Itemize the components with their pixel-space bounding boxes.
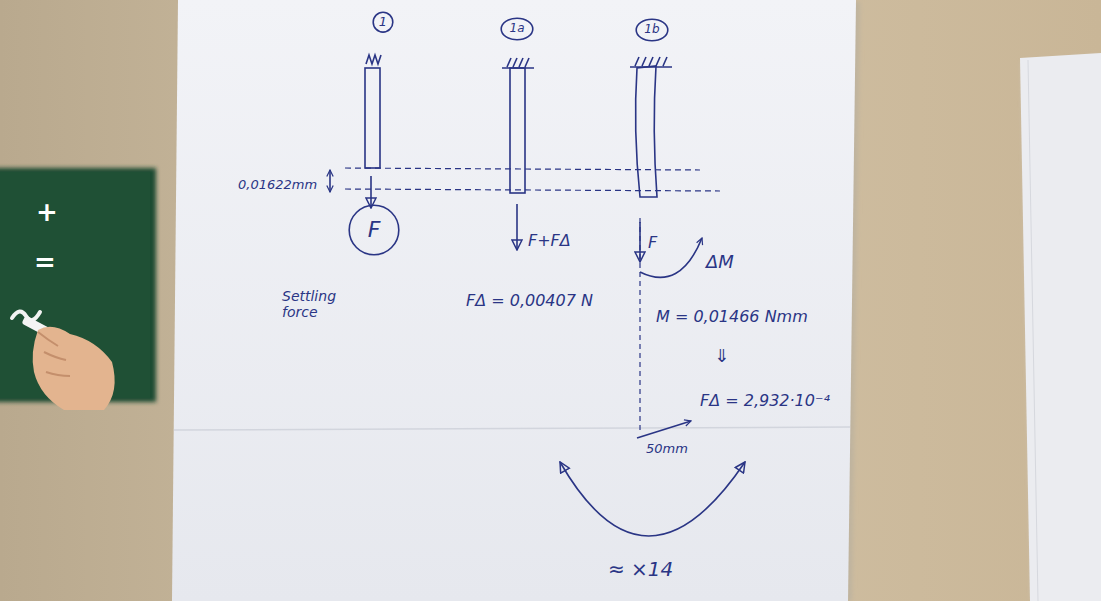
- circled-label: F: [348, 204, 400, 256]
- circle-outline: [373, 12, 393, 32]
- circled-label: 1a: [500, 17, 534, 41]
- force-arrow: [370, 176, 372, 208]
- annotation: ΔM: [706, 252, 734, 273]
- annotation: 50mm: [646, 442, 688, 457]
- dimension-arrow: [329, 170, 331, 192]
- center-line: [639, 218, 640, 432]
- annotation: F: [648, 234, 657, 252]
- circle-outline: [636, 19, 668, 41]
- reference-line: [345, 189, 720, 191]
- circle-outline: [349, 205, 399, 255]
- annotation: FΔ = 2,932·10⁻⁴: [700, 392, 830, 410]
- force-arrow: [516, 204, 518, 250]
- fold-line: [174, 427, 850, 430]
- beam: [365, 68, 380, 168]
- annotation: ⇓: [714, 346, 729, 367]
- side-paper: [1020, 53, 1101, 601]
- node-text: F: [368, 218, 381, 242]
- node-text: 1b: [644, 23, 659, 36]
- circle-outline: [501, 18, 533, 40]
- support-hatch: [502, 58, 534, 68]
- annotation: FΔ = 0,00407 N: [466, 292, 593, 310]
- annotation: M = 0,01466 Nmm: [656, 308, 808, 326]
- chalk-symbol: =: [34, 248, 56, 278]
- circled-label: 1: [372, 11, 394, 33]
- paper-sheet: [172, 0, 856, 601]
- annotation: F+FΔ: [528, 232, 571, 250]
- node-text: 1a: [510, 22, 525, 35]
- hand: [21, 315, 114, 410]
- lever-arm: [637, 421, 691, 438]
- comparison-arrow: [560, 462, 745, 536]
- circled-label: 1b: [635, 18, 669, 42]
- annotation: Settling force: [282, 288, 352, 320]
- beam: [510, 68, 525, 193]
- support-hatch: [630, 57, 672, 67]
- annotation: ≈ ×14: [608, 558, 673, 581]
- force-arrow: [639, 222, 641, 262]
- chalk-symbol: +: [36, 198, 58, 228]
- node-text: 1: [379, 15, 387, 29]
- support-hatch: [366, 55, 381, 64]
- annotation: 0,01622mm: [238, 178, 317, 193]
- beam-bent: [636, 66, 657, 197]
- reference-line: [345, 168, 700, 170]
